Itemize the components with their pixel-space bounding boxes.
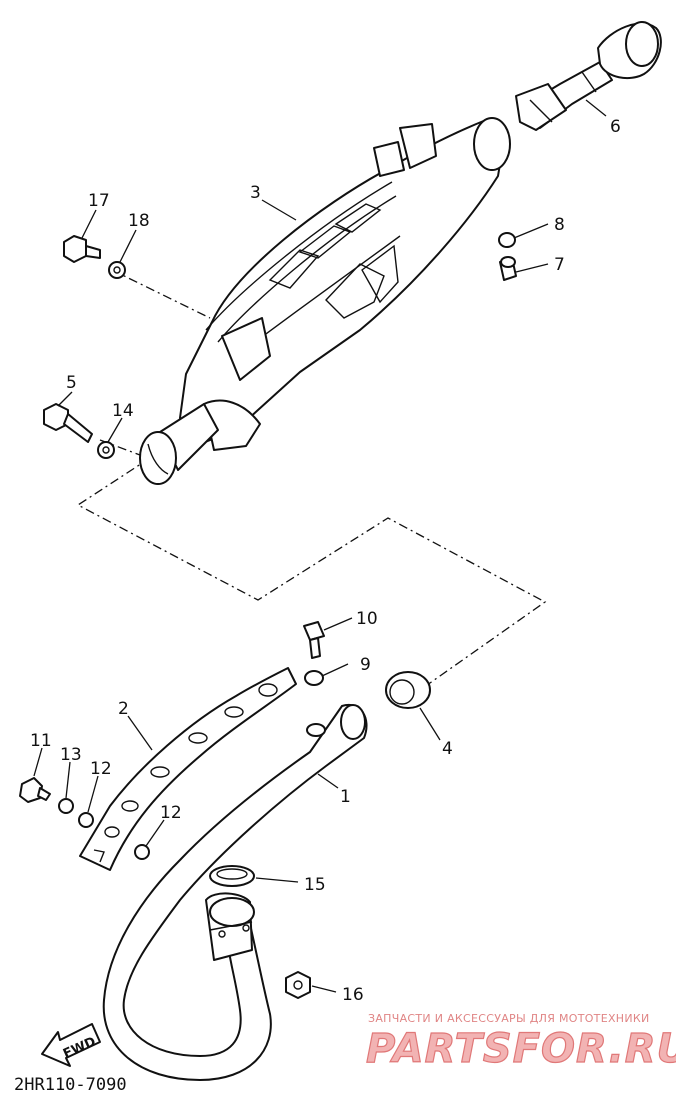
label-part-5: 5 bbox=[66, 373, 77, 393]
bolt-10-part bbox=[303, 621, 325, 659]
watermark-tagline: ЗАПЧАСТИ И АКСЕССУАРЫ ДЛЯ МОТОТЕХНИКИ bbox=[368, 1012, 650, 1025]
bolt-17-part bbox=[63, 235, 101, 263]
tail-pipe-part bbox=[515, 21, 662, 131]
silencer-part bbox=[139, 117, 511, 485]
part-labels: 1 2 3 4 5 6 7 8 9 10 11 12 12 13 14 15 1… bbox=[30, 117, 621, 1005]
bolt-7-part bbox=[499, 256, 517, 281]
washer-18-part bbox=[108, 261, 126, 279]
label-part-12a: 12 bbox=[90, 759, 112, 779]
heat-protector-part bbox=[79, 667, 297, 871]
label-part-11: 11 bbox=[30, 731, 52, 751]
exhaust-pipe-part bbox=[102, 703, 368, 1081]
label-part-4: 4 bbox=[442, 739, 453, 759]
watermark: ЗАПЧАСТИ И АКСЕССУАРЫ ДЛЯ МОТОТЕХНИКИ PA… bbox=[365, 1012, 676, 1073]
label-part-16: 16 bbox=[342, 985, 364, 1005]
label-part-2: 2 bbox=[118, 699, 129, 719]
label-part-3: 3 bbox=[250, 183, 261, 203]
washer-12a-part bbox=[78, 812, 94, 828]
washer-14-part bbox=[97, 441, 115, 459]
leader-lines bbox=[33, 99, 607, 993]
label-part-15: 15 bbox=[304, 875, 326, 895]
label-part-10: 10 bbox=[356, 609, 378, 629]
screw-11-part bbox=[19, 777, 51, 803]
washer-13-part bbox=[58, 798, 74, 814]
label-part-6: 6 bbox=[610, 117, 621, 137]
nut-8-part bbox=[498, 232, 516, 248]
label-part-7: 7 bbox=[554, 255, 565, 275]
diagram-code: 2HR110-7090 bbox=[14, 1075, 127, 1095]
label-part-8: 8 bbox=[554, 215, 565, 235]
nut-16-part bbox=[285, 971, 311, 999]
watermark-brand: PARTSFOR.RU bbox=[366, 1026, 676, 1072]
washer-9-part bbox=[304, 670, 324, 686]
seal-ring-4-part bbox=[385, 671, 431, 709]
label-part-17: 17 bbox=[88, 191, 110, 211]
label-part-18: 18 bbox=[128, 211, 150, 231]
forward-arrow-icon: FWD bbox=[41, 1023, 101, 1067]
label-part-12b: 12 bbox=[160, 803, 182, 823]
label-part-14: 14 bbox=[112, 401, 134, 421]
gasket-15-part bbox=[209, 865, 255, 887]
bolt-5-part bbox=[43, 403, 93, 443]
label-part-13: 13 bbox=[60, 745, 82, 765]
label-part-9: 9 bbox=[360, 655, 371, 675]
washer-12b-part bbox=[134, 844, 150, 860]
label-part-1: 1 bbox=[340, 787, 351, 807]
